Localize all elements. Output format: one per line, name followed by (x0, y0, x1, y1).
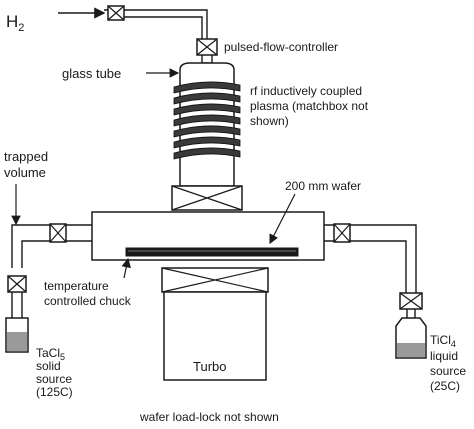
tube-gate-valve (171, 185, 243, 211)
tacl5-label-line-1: TaCl5 (36, 346, 65, 362)
left-top-valve-cross (49, 223, 67, 243)
tacl5-label-line-4: (125C) (36, 385, 73, 399)
coil-turn-6 (173, 136, 241, 149)
chuck-pointer (121, 257, 131, 279)
pulsed-flow-valve-cross (196, 38, 218, 56)
pulsed-flow-controller-label: pulsed-flow-controller (224, 40, 338, 54)
rf-coil (173, 81, 241, 160)
ticl4-label-line-2: liquid (430, 349, 458, 363)
pulsed-flow-pipe (201, 55, 213, 63)
rf-label-line-2: plasma (matchbox not (250, 99, 369, 113)
ticl4-label-line-4: (25C) (430, 379, 460, 393)
h2-pipe-inner (124, 16, 203, 40)
turbo-valve-cross (161, 267, 269, 293)
tube-gate-valve-cross (171, 185, 243, 211)
left-pipe-inner (21, 240, 92, 268)
ticl4-source-fill (397, 343, 425, 357)
right-source-neck (406, 309, 416, 318)
trapped-volume-line-1: trapped (4, 149, 48, 164)
right-pipe-outer (324, 224, 417, 300)
ticl4-label-line-1: TiCl4 (430, 333, 456, 349)
wafer-pointer (269, 193, 296, 245)
turbo-gate-valve (161, 267, 269, 293)
turbo-pump (163, 291, 267, 381)
h2-label: H2 (6, 12, 24, 34)
h2-inlet-line (58, 5, 208, 40)
rf-label-line-1: rf inductively coupled (250, 84, 362, 98)
pulsed-flow-valve (196, 38, 218, 63)
coil-turn-7 (173, 147, 241, 160)
glass-tube-body (179, 62, 235, 187)
turbo-label: Turbo (193, 359, 226, 374)
coil-turn-1 (173, 81, 241, 94)
glass-tube-label: glass tube (62, 66, 121, 81)
tacl5-label-line-3: source (36, 372, 72, 386)
rf-label-line-3: shown) (250, 114, 289, 128)
glass-tube (179, 62, 235, 187)
right-top-valve-cross (333, 223, 351, 243)
coil-turn-4 (173, 114, 241, 127)
h2-valve-cross (107, 5, 125, 21)
chuck-label-line-1: temperature (44, 279, 109, 293)
tacl5-label-line-2: solid (36, 359, 61, 373)
right-gas-line (324, 223, 423, 318)
chuck-label-line-2: controlled chuck (44, 294, 132, 308)
coil-turn-2 (173, 92, 241, 105)
left-source-valve-cross (7, 275, 27, 293)
wafer-label: 200 mm wafer (285, 179, 361, 193)
ticl4-label-line-3: source (430, 364, 466, 378)
coil-turn-3 (173, 103, 241, 116)
coil-turn-5 (173, 125, 241, 138)
tacl5-source-fill (7, 332, 27, 351)
footer-note: wafer load-lock not shown (139, 410, 279, 424)
trapped-volume-line-2: volume (4, 165, 46, 180)
h2-pipe-outer (104, 9, 208, 40)
left-source-neck (11, 292, 23, 318)
wafer-chuck (125, 247, 299, 257)
right-pipe-inner (324, 240, 407, 300)
right-source-valve-cross (399, 292, 423, 310)
left-gas-line (7, 223, 92, 318)
